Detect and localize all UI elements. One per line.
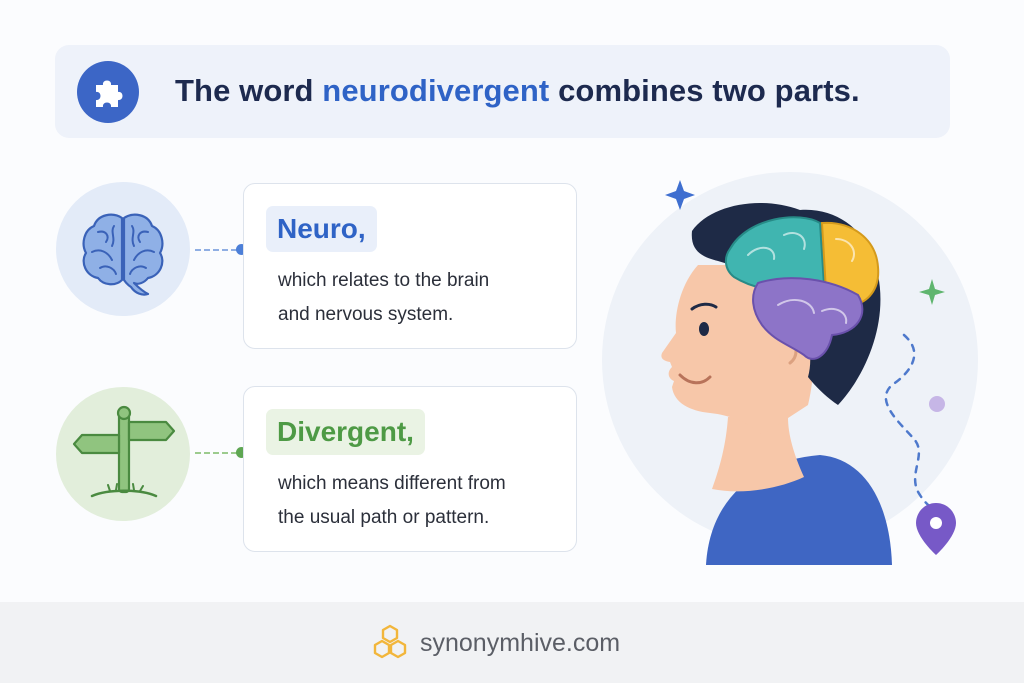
site-name[interactable]: synonymhive.com xyxy=(420,628,621,657)
highlighted-word: neurodivergent xyxy=(322,73,550,108)
signpost-icon xyxy=(56,387,190,521)
divergent-term: Divergent, xyxy=(266,409,425,455)
neuro-description: which relates to the brain and nervous s… xyxy=(278,270,490,325)
honeycomb-logo-icon xyxy=(373,624,407,659)
footer: synonymhive.com xyxy=(0,602,1024,683)
location-pin-icon xyxy=(916,503,956,555)
puzzle-piece-icon xyxy=(77,61,139,123)
divergent-card: Divergent, which means different from th… xyxy=(243,386,577,552)
person-head-brain-illustration xyxy=(602,172,978,565)
header-banner: The word neurodivergent combines two par… xyxy=(55,45,950,138)
divergent-description: which means different from the usual pat… xyxy=(278,473,506,528)
page-title: The word neurodivergent combines two par… xyxy=(175,73,860,108)
footer-brand: synonymhive.com xyxy=(370,622,620,664)
neuro-card: Neuro, which relates to the brain and ne… xyxy=(243,183,577,349)
connector-line xyxy=(195,249,237,251)
sparkle-icon xyxy=(665,180,695,210)
neuro-term: Neuro, xyxy=(266,206,377,252)
connector-dot xyxy=(236,244,247,255)
connector-line xyxy=(195,452,237,454)
decor-dot xyxy=(929,396,945,412)
brain-icon xyxy=(56,182,190,316)
sparkle-icon xyxy=(919,279,945,305)
connector-dot xyxy=(236,447,247,458)
